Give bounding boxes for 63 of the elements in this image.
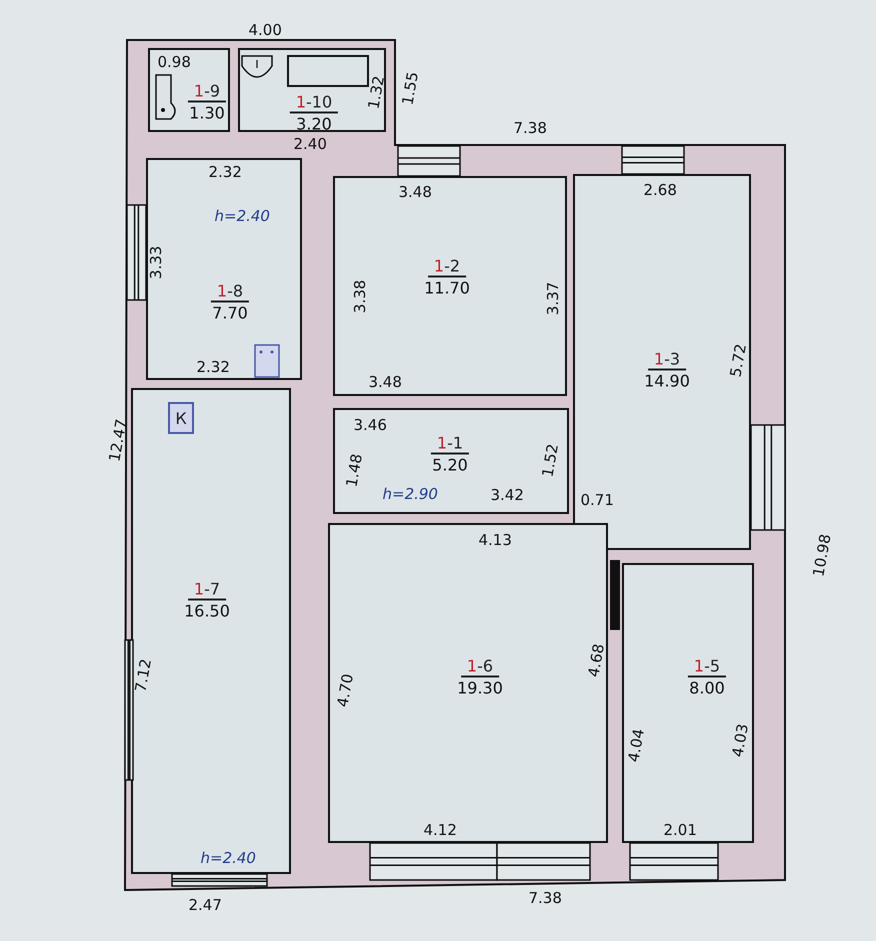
dimension-label: 2.40 — [294, 136, 327, 152]
room — [333, 176, 567, 396]
equipment-box: К — [168, 402, 194, 434]
room-area: 11.70 — [424, 278, 470, 298]
room — [622, 563, 754, 843]
dimension-label: 4.00 — [248, 22, 282, 38]
dimension-label: 3.46 — [354, 418, 387, 432]
room — [146, 158, 302, 380]
dimension-label: 4.68 — [586, 642, 606, 678]
room — [328, 523, 608, 843]
dimension-label: 1.48 — [344, 452, 364, 488]
dimension-label: 3.38 — [352, 279, 368, 313]
room-number: 1-8 — [210, 282, 250, 302]
room-number: 1-5 — [688, 656, 726, 678]
room — [131, 388, 291, 874]
room-number: 1-2 — [428, 256, 466, 278]
dimension-label: 4.70 — [334, 672, 356, 708]
room-number: 1-9 — [188, 82, 226, 102]
dimension-label: 4.12 — [424, 822, 457, 838]
room-area: 19.30 — [457, 678, 503, 698]
dimension-label: 2.01 — [664, 822, 697, 838]
dimension-label: 3.48 — [368, 374, 402, 390]
room — [148, 48, 230, 132]
room-number: 1-10 — [290, 92, 338, 114]
dimension-label: 4.04 — [626, 727, 646, 763]
dimension-label: 5.72 — [728, 342, 748, 378]
room-number: 1-3 — [648, 350, 686, 370]
dimension-label: 2.32 — [196, 360, 230, 374]
room-area: 5.20 — [432, 456, 468, 474]
room-number: 1-7 — [188, 580, 226, 600]
dimension-label: 3.48 — [398, 184, 432, 200]
dimension-label: 1.52 — [540, 442, 560, 478]
room — [573, 174, 751, 550]
dimension-label: 2.68 — [644, 182, 677, 198]
room — [238, 48, 386, 132]
room-area: 7.70 — [212, 304, 248, 322]
dimension-label: 3.42 — [490, 488, 524, 502]
room-area: 16.50 — [184, 602, 230, 620]
dimension-label: 12.47 — [106, 418, 130, 462]
dimension-label: 3.37 — [546, 281, 561, 315]
room-area: 3.20 — [296, 114, 332, 134]
dimension-label: 4.13 — [478, 532, 512, 548]
dimension-label: 10.98 — [810, 532, 834, 578]
dimension-label: 3.33 — [148, 245, 164, 279]
room — [333, 408, 569, 514]
dimension-label: 7.38 — [514, 120, 547, 136]
room-area: 8.00 — [689, 678, 725, 698]
room-number: 1-1 — [430, 434, 470, 454]
ceiling-height-note: h=2.90 — [382, 486, 438, 502]
dimension-label: 7.38 — [528, 890, 562, 906]
dimension-label: 7.12 — [132, 657, 154, 693]
dimension-label: 0.98 — [158, 54, 191, 70]
ceiling-height-note: h=2.40 — [200, 850, 256, 866]
dimension-label: 2.32 — [208, 164, 242, 180]
dimension-label: 2.47 — [188, 898, 222, 912]
room-number: 1-6 — [460, 656, 500, 678]
room-area: 1.30 — [189, 104, 225, 122]
dimension-label: 4.03 — [730, 722, 750, 758]
dimension-label: 0.71 — [580, 492, 614, 508]
room-area: 14.90 — [644, 372, 690, 390]
dimension-label: 1.55 — [400, 70, 420, 106]
dimension-label: 1.32 — [366, 74, 386, 110]
ceiling-height-note: h=2.40 — [214, 208, 270, 224]
